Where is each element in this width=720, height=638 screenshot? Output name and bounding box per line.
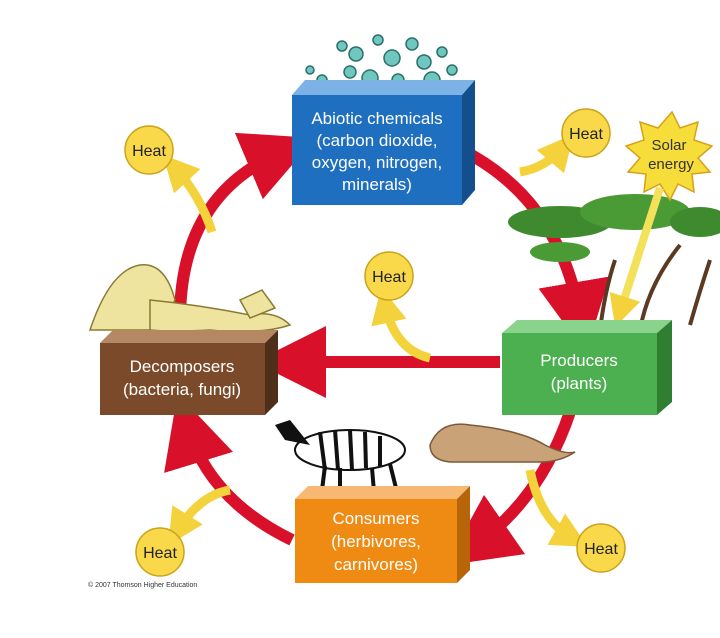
heat-label-bottomright: Heat bbox=[584, 541, 618, 558]
abiotic-chemicals-box: Abiotic chemicals (carbon dioxide, oxyge… bbox=[292, 80, 475, 205]
skeleton-illustration bbox=[88, 264, 292, 333]
solar-energy: Solar energy bbox=[609, 110, 714, 328]
heat-arrow-topleft bbox=[162, 154, 217, 234]
heat-arrow-center bbox=[371, 287, 432, 363]
heat-node-bottomright: Heat bbox=[576, 523, 626, 573]
lion-illustration bbox=[429, 423, 576, 463]
copyright-notice: © 2007 Thomson Higher Education bbox=[88, 582, 198, 589]
heat-label-topright: Heat bbox=[569, 126, 603, 143]
heat-node-center: Heat bbox=[364, 251, 414, 301]
abiotic-label-line3: oxygen, nitrogen, bbox=[312, 153, 442, 172]
arrow-decomposers-to-abiotic bbox=[174, 132, 316, 321]
heat-node-topright: Heat bbox=[561, 108, 611, 158]
heat-node-topleft: Heat bbox=[124, 125, 174, 175]
producers-label-line2: (plants) bbox=[551, 374, 608, 393]
heat-label-bottomleft: Heat bbox=[143, 545, 177, 562]
abiotic-label-line4: minerals) bbox=[342, 175, 412, 194]
sun-icon bbox=[624, 110, 714, 202]
producers-box: Producers (plants) bbox=[502, 320, 672, 415]
trees-illustration bbox=[508, 194, 720, 331]
arrow-consumers-to-decomposers bbox=[164, 393, 295, 546]
heat-arrow-bottomleft bbox=[168, 485, 231, 546]
heat-label-center: Heat bbox=[372, 269, 406, 286]
heat-arrows bbox=[162, 134, 588, 547]
heat-arrow-topright bbox=[519, 134, 574, 177]
solar-label-line1: Solar bbox=[651, 137, 686, 154]
abiotic-label-line1: Abiotic chemicals bbox=[311, 109, 442, 128]
heat-label-topleft: Heat bbox=[132, 143, 166, 160]
decomposers-box: Decomposers (bacteria, fungi) bbox=[100, 330, 278, 415]
sun-ray-arrow bbox=[609, 186, 664, 328]
producers-label-line1: Producers bbox=[540, 351, 617, 370]
zebra-illustration bbox=[275, 420, 406, 493]
consumers-box: Consumers (herbivores, carnivores) bbox=[295, 486, 470, 583]
decomposers-label-line2: (bacteria, fungi) bbox=[123, 380, 241, 399]
solar-label-line2: energy bbox=[648, 156, 694, 173]
abiotic-label-line2: (carbon dioxide, bbox=[317, 131, 438, 150]
heat-node-bottomleft: Heat bbox=[135, 527, 185, 577]
consumers-label-line3: carnivores) bbox=[334, 555, 418, 574]
heat-arrow-bottomright bbox=[525, 469, 588, 547]
consumers-label-line1: Consumers bbox=[333, 509, 420, 528]
consumers-label-line2: (herbivores, bbox=[331, 532, 421, 551]
decomposers-label-line1: Decomposers bbox=[130, 357, 235, 376]
